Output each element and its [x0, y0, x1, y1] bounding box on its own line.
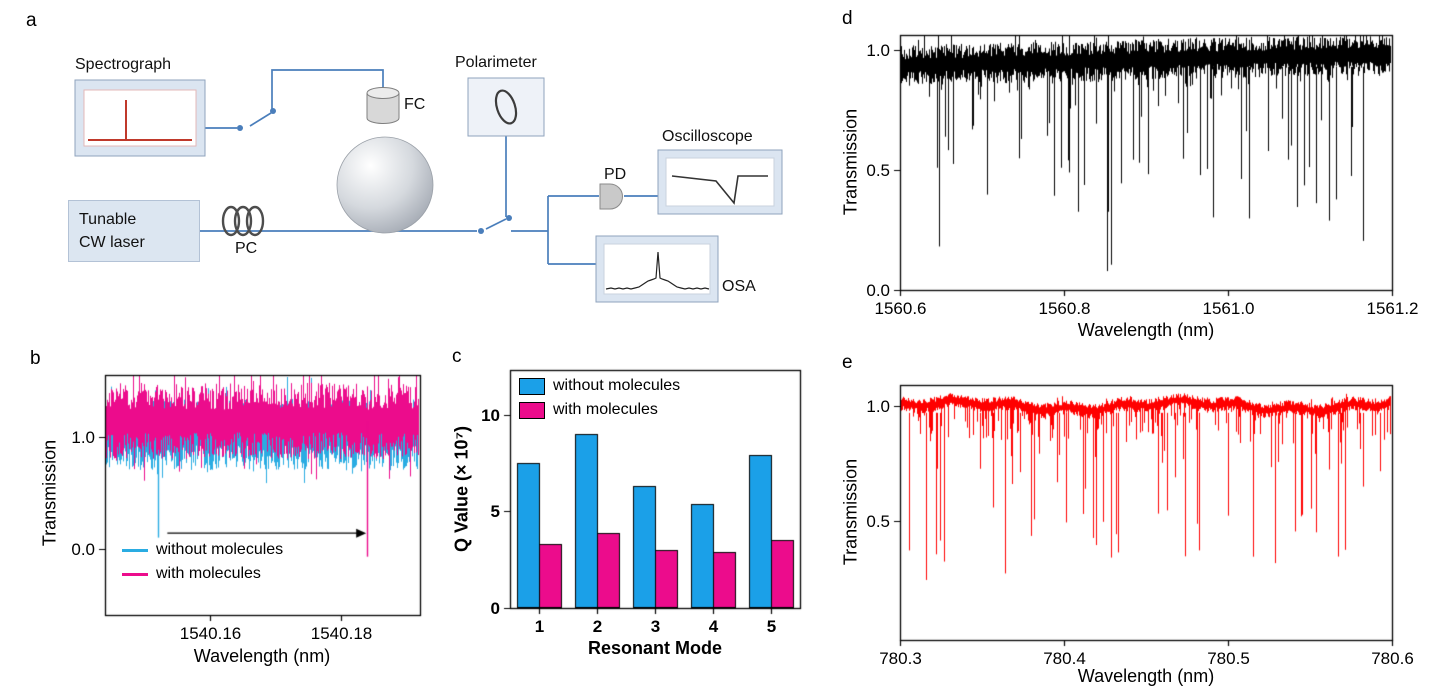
polarization-controller-coil [221, 205, 265, 237]
legend-label: without molecules [156, 541, 284, 558]
spectrograph-trace [88, 100, 192, 141]
panel-e-ytick-1: 1.0 [866, 396, 890, 416]
legend-label: with molecules [156, 565, 261, 582]
panel-d-xtick-0: 1560.6 [874, 299, 927, 318]
legend-item-with-molecules: with molecules [122, 565, 283, 583]
legend-label: without molecules [553, 377, 681, 394]
panel-b-label: b [30, 348, 41, 369]
pink-bar-swatch [519, 401, 545, 419]
panel-e-label: e [842, 352, 853, 373]
microsphere-resonator [336, 136, 434, 234]
panel-e-x-axis-title: Wavelength (nm) [1077, 666, 1215, 686]
magenta-line-swatch [122, 572, 148, 576]
panel-e-xtick-0: 780.3 [879, 649, 922, 668]
panel-b-xtick-1: 1540.18 [310, 624, 373, 643]
panel-d-xtick-1: 1560.8 [1038, 299, 1091, 318]
panel-c-xtick-1: 2 [592, 617, 603, 636]
laser-label-line2: CW laser [79, 234, 145, 252]
panel-b-legend: without molecules with molecules [122, 541, 283, 583]
panel-a-label: a [26, 10, 37, 31]
spectrograph-screen [83, 89, 197, 147]
panel-d-xtick-3: 1561.2 [1366, 299, 1419, 318]
panel-c-x-axis-title: Resonant Mode [587, 638, 723, 658]
polarimeter-box [467, 77, 545, 137]
fc-label: FC [404, 96, 426, 113]
panel-c-ytick-2: 10 [481, 405, 500, 425]
legend-item-without-molecules: without molecules [122, 541, 283, 559]
panel-c-xtick-2: 3 [650, 617, 661, 636]
panel-c-ytick-1: 5 [490, 501, 500, 521]
panel-d-ytick-1: 0.5 [866, 160, 890, 180]
panel-b-y-axis-title: Transmission [39, 439, 60, 547]
panel-b-x-axis-title: Wavelength (nm) [193, 646, 331, 666]
panel-e-xtick-3: 780.6 [1371, 649, 1414, 668]
polarization-ellipse-icon [494, 89, 518, 125]
oscilloscope-label: Oscilloscope [662, 128, 753, 145]
setup-diagram [74, 69, 783, 303]
panel-e-xtick-2: 780.5 [1207, 649, 1250, 668]
oscilloscope-trace [671, 175, 768, 205]
panel-d-label: d [842, 8, 853, 29]
cyan-line-swatch [122, 548, 148, 552]
panel-c-label: c [452, 346, 462, 367]
panel-c-xtick-0: 1 [534, 617, 545, 636]
tunable-cw-laser-box: Tunable CW laser [68, 200, 200, 262]
photodetector-icon [599, 183, 623, 210]
panel-b-xtick-0: 1540.16 [179, 624, 242, 643]
panel-e-xtick-1: 780.4 [1043, 649, 1086, 668]
fiber-coupler-icon [366, 87, 400, 124]
legend-item-without-molecules: without molecules [519, 377, 680, 395]
osa-label: OSA [722, 278, 756, 295]
panel-d-ytick-2: 1.0 [866, 40, 890, 60]
legend-label: with molecules [553, 401, 658, 418]
panel-e-y-axis-title: Transmission [840, 458, 861, 566]
pd-label: PD [604, 166, 627, 183]
osa-box [595, 235, 719, 303]
panel-e-ytick-0: 0.5 [866, 511, 890, 531]
panel-b-ytick-1: 1.0 [71, 427, 95, 447]
spectrograph-label: Spectrograph [75, 56, 172, 73]
pc-label: PC [235, 240, 258, 257]
osa-trace [605, 251, 710, 290]
fiber-lines [200, 69, 658, 265]
panel-d-y-axis-title: Transmission [840, 108, 861, 216]
panel-d-x-axis-title: Wavelength (nm) [1077, 320, 1215, 340]
panel-c-legend: without molecules with molecules [519, 377, 680, 419]
oscilloscope-box [657, 149, 783, 215]
panel-c-y-axis-title: Q Value (× 10⁷) [451, 426, 472, 552]
panel-c-ytick-0: 0 [490, 598, 500, 618]
oscilloscope-screen [665, 157, 775, 207]
switch-contact-icons [237, 108, 512, 234]
polarimeter-label: Polarimeter [455, 54, 537, 71]
spectrograph-box [74, 79, 206, 157]
legend-item-with-molecules: with molecules [519, 401, 680, 419]
panel-b-ytick-0: 0.0 [71, 539, 95, 559]
panel-d-xtick-2: 1561.0 [1202, 299, 1255, 318]
panel-c-xtick-3: 4 [708, 617, 719, 636]
panel-c-xtick-4: 5 [766, 617, 777, 636]
blue-bar-swatch [519, 377, 545, 395]
laser-label-line1: Tunable [79, 211, 137, 228]
panel-d-ytick-0: 0.0 [866, 280, 890, 300]
